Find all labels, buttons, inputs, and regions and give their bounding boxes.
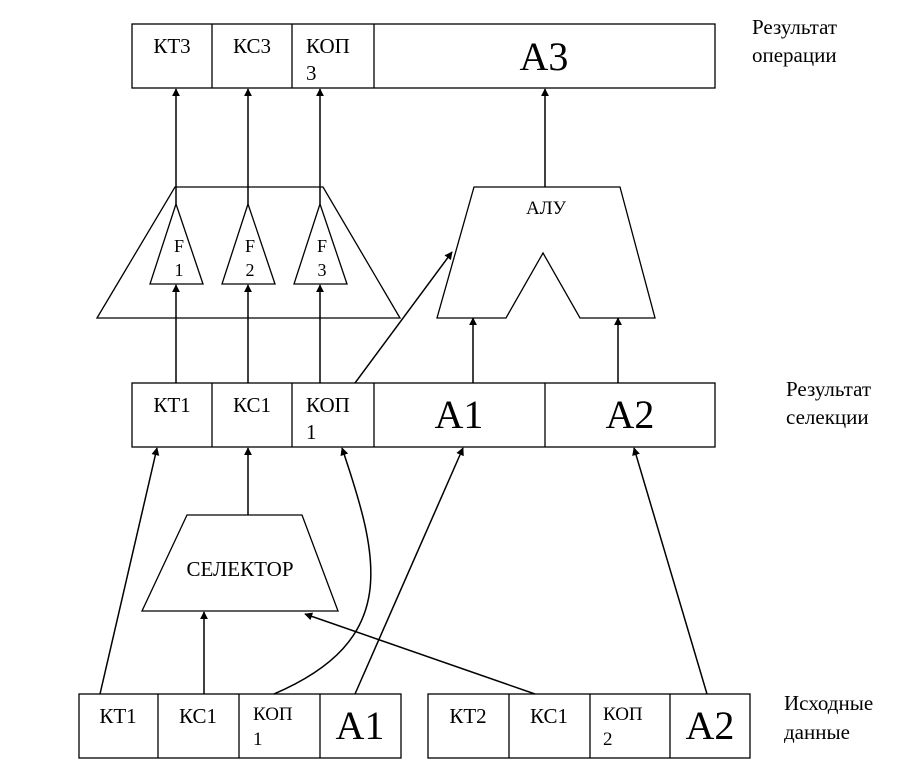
- selection-ks-field: КС1: [233, 393, 271, 417]
- result-caption-line1: Результат: [752, 15, 837, 39]
- function-f3: [293, 201, 348, 285]
- selection-register-frame: [131, 382, 716, 448]
- function-f1: [149, 201, 204, 285]
- arrow-kop1-to-alu: [354, 251, 453, 384]
- result-kop-field: КОП: [306, 34, 350, 58]
- source2-ks-field: КС1: [530, 704, 568, 728]
- arrow-source-a1-to-a1: [354, 447, 464, 695]
- alu-label: АЛУ: [526, 198, 567, 219]
- result-kop-index: 3: [306, 61, 317, 85]
- function-block: F 1 F 2 F 3: [95, 186, 402, 319]
- source-register-1-frame: [78, 693, 402, 759]
- source1-a-field: A1: [336, 703, 385, 748]
- function-f2-index: 2: [246, 260, 255, 280]
- selection-register: КТ1 КС1 КОП 1 A1 A2: [131, 382, 716, 448]
- arrow-source-kt1-to-kt1: [99, 447, 160, 695]
- arrow-source-a2-to-a2: [632, 447, 708, 695]
- function-f1-letter: F: [174, 236, 184, 256]
- alu-block: АЛУ: [436, 186, 656, 319]
- alu-shape: [436, 186, 656, 319]
- function-f2-letter: F: [245, 236, 255, 256]
- arrow-source2-ks1-to-selector: [304, 612, 536, 695]
- result-register: КТ3 КС3 КОП 3 A3: [131, 23, 716, 89]
- source2-kop-index: 2: [603, 729, 613, 750]
- connections: [99, 88, 708, 695]
- source1-kt-field: КТ1: [99, 704, 136, 728]
- selector-label: СЕЛЕКТОР: [186, 557, 293, 581]
- selection-kop-index: 1: [306, 420, 317, 444]
- result-kt-field: КТ3: [153, 34, 190, 58]
- source-register-1: КТ1 КС1 КОП 1 A1: [78, 693, 402, 759]
- source1-kop-field: КОП: [253, 704, 293, 725]
- function-f3-index: 3: [318, 260, 327, 280]
- source1-ks-field: КС1: [179, 704, 217, 728]
- result-register-frame: [131, 23, 716, 89]
- selector-block: СЕЛЕКТОР: [140, 514, 339, 612]
- function-block-frame: [95, 186, 402, 319]
- result-caption-line2: операции: [752, 43, 837, 67]
- source-register-2-frame: [427, 693, 751, 759]
- result-caption: Результат операции: [752, 15, 837, 67]
- selection-caption-line1: Результат: [786, 377, 871, 401]
- source-caption-line1: Исходные: [784, 691, 873, 715]
- selection-a1-field: A1: [435, 392, 484, 437]
- source1-kop-index: 1: [253, 729, 263, 750]
- arrow-source-kop1-to-kop1: [273, 447, 372, 695]
- selection-caption: Результат селекции: [786, 377, 871, 429]
- source-caption-line2: данные: [784, 720, 850, 744]
- selection-kop-field: КОП: [306, 393, 350, 417]
- function-f3-letter: F: [317, 236, 327, 256]
- function-f1-index: 1: [175, 260, 184, 280]
- result-a-field: A3: [520, 34, 569, 79]
- source2-a-field: A2: [686, 703, 735, 748]
- source2-kt-field: КТ2: [449, 704, 486, 728]
- result-ks-field: КС3: [233, 34, 271, 58]
- source2-kop-field: КОП: [603, 704, 643, 725]
- source-caption: Исходные данные: [784, 691, 873, 744]
- selection-a2-field: A2: [606, 392, 655, 437]
- source-register-2: КТ2 КС1 КОП 2 A2: [427, 693, 751, 759]
- function-f2: [221, 201, 276, 285]
- selector-shape: [140, 514, 339, 612]
- selection-caption-line2: селекции: [786, 405, 869, 429]
- selection-kt-field: КТ1: [153, 393, 190, 417]
